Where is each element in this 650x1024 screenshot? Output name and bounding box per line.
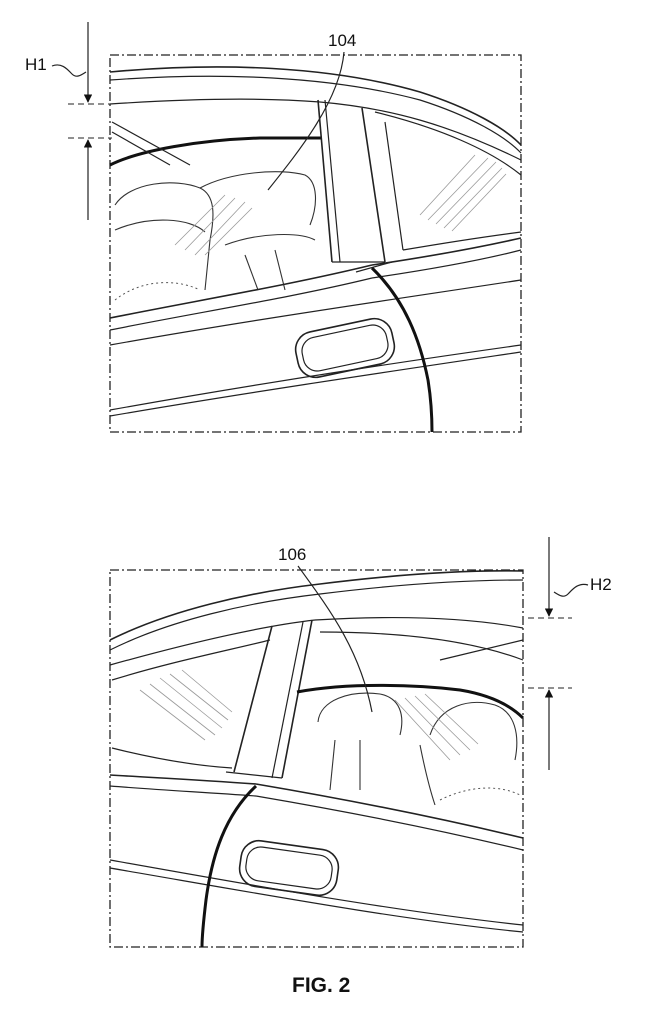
dimension-label-h1: H1	[25, 55, 47, 74]
top-view-rear-window	[375, 112, 521, 250]
top-view-front-window	[110, 122, 322, 165]
bottom-view-seat	[318, 693, 520, 805]
top-view-door-handle[interactable]	[292, 315, 397, 380]
bottom-view-front-window	[112, 640, 270, 768]
bottom-view-door-body	[110, 775, 523, 947]
bottom-view-rear-window	[297, 632, 523, 718]
top-view-seat	[115, 172, 315, 300]
bottom-view: 106 H2	[110, 537, 612, 947]
bottom-view-roof	[110, 571, 523, 665]
figure-caption: FIG. 2	[292, 974, 350, 997]
ref-numeral-106: 106	[278, 545, 306, 564]
dimension-label-h2: H2	[590, 575, 612, 594]
ref-numeral-104: 104	[328, 31, 356, 50]
top-view-door-body	[110, 238, 521, 432]
leader-line-104	[268, 52, 344, 190]
top-view-b-pillar	[318, 100, 392, 272]
bottom-view-b-pillar	[226, 620, 312, 778]
bottom-view-door-handle[interactable]	[237, 838, 340, 897]
dimension-h2: H2	[528, 537, 612, 770]
top-view: 104 H1	[25, 22, 521, 432]
dimension-h1: H1	[25, 22, 112, 220]
bottom-view-frame	[110, 570, 523, 947]
